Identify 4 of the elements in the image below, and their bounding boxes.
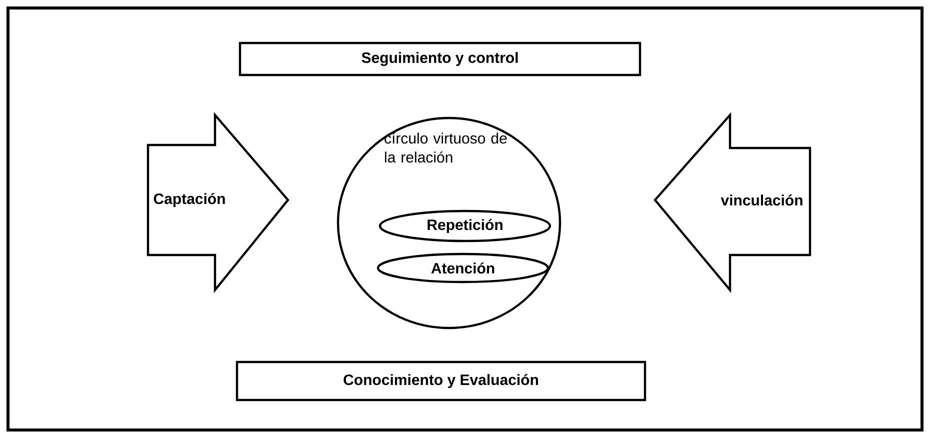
circle-shape xyxy=(336,116,562,330)
circle-text: círculo virtuoso de la relación xyxy=(384,132,507,163)
label-box: Conocimiento y Evaluación xyxy=(236,360,646,402)
label-box: Seguimiento y control xyxy=(238,42,642,76)
